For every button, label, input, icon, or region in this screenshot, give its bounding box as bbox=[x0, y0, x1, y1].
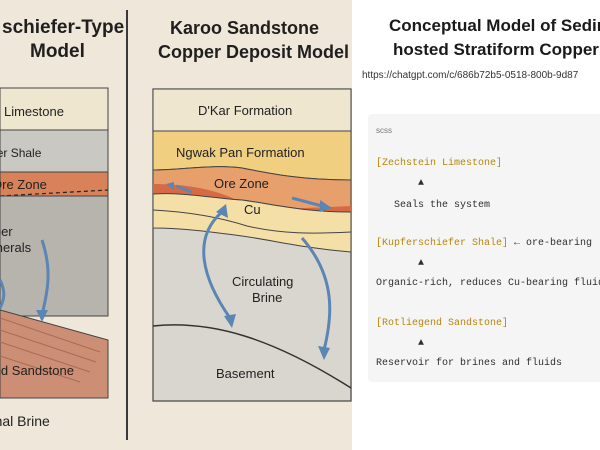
left-shale-label: Kupferschiefer Shale bbox=[0, 146, 42, 160]
left-minerals-label-1: Copper bbox=[0, 224, 13, 239]
code-line-kupferschiefer: [Kupferschiefer Shale] ← ore-bearing bbox=[376, 238, 592, 249]
middle-ore-label: Ore Zone bbox=[214, 176, 269, 191]
middle-brine-label-2: Brine bbox=[252, 290, 282, 305]
left-limestone-label: Zechstein Limestone bbox=[0, 104, 64, 119]
middle-brine-label-1: Circulating bbox=[232, 274, 293, 289]
chat-heading-line1: Conceptual Model of Sediment- bbox=[389, 16, 600, 35]
middle-panel-title-2: Copper Deposit Model bbox=[158, 40, 349, 64]
infographic-image: schiefer-Type Model Zechstein Limestone … bbox=[0, 0, 352, 450]
code-text-organic: Organic-rich, reduces Cu-bearing fluids bbox=[376, 278, 600, 289]
left-ore-label: Ore Zone bbox=[0, 177, 47, 192]
left-sandstone-label: Rotliegend Sandstone bbox=[0, 363, 74, 378]
middle-dkar-label: D'Kar Formation bbox=[198, 103, 292, 118]
left-brine-label: Regional Brine bbox=[0, 413, 50, 429]
code-text-reservoir: Reservoir for brines and fluids bbox=[376, 358, 563, 369]
middle-panel-title: Karoo Sandstone bbox=[170, 16, 319, 40]
chat-heading: Conceptual Model of Sediment- hosted Str… bbox=[389, 14, 600, 62]
middle-dkar-layer bbox=[152, 88, 352, 132]
code-language-label: scss bbox=[376, 126, 392, 135]
code-note-ore-bearing: ← ore-bearing bbox=[508, 238, 593, 249]
code-header-zechstein: [Zechstein Limestone] bbox=[376, 158, 503, 169]
left-arrow-head bbox=[36, 310, 48, 322]
code-arrow-1: ▲ bbox=[418, 178, 425, 189]
middle-flow-arrow-1 bbox=[202, 210, 232, 319]
chat-panel: Conceptual Model of Sediment- hosted Str… bbox=[352, 0, 600, 450]
middle-cu-label: Cu bbox=[244, 202, 261, 217]
code-header-rotliegend: [Rotliegend Sandstone] bbox=[376, 318, 509, 329]
code-block: scss [Zechstein Limestone] ▲ Seals the s… bbox=[368, 114, 600, 382]
code-arrow-2: ▲ bbox=[418, 258, 425, 269]
code-header-kupferschiefer: [Kupferschiefer Shale] bbox=[376, 238, 509, 249]
code-arrow-3: ▲ bbox=[418, 338, 425, 349]
left-cross-section: Zechstein Limestone Kupferschiefer Shale… bbox=[0, 87, 109, 429]
middle-cross-section: D'Kar Formation Ngwak Pan Formation Ore … bbox=[152, 88, 352, 402]
left-ore-layer bbox=[0, 171, 109, 197]
chat-heading-line2: hosted Stratiform Copper bbox=[393, 40, 599, 59]
left-sandstone-layer bbox=[0, 309, 109, 399]
code-text-seals: Seals the system bbox=[394, 200, 491, 211]
middle-ngwak-label: Ngwak Pan Formation bbox=[176, 145, 305, 160]
middle-title-line2: Copper Deposit Model bbox=[158, 42, 350, 62]
middle-basement-label: Basement bbox=[216, 366, 275, 381]
left-title-line2: Model bbox=[30, 41, 85, 62]
left-basin-fill bbox=[0, 195, 109, 317]
middle-basement-line bbox=[152, 324, 352, 389]
left-panel-title: schiefer-Type bbox=[2, 16, 124, 40]
left-flow-arrow bbox=[40, 239, 50, 316]
middle-title-line1: Karoo Sandstone bbox=[170, 18, 320, 38]
middle-sand-band bbox=[152, 193, 352, 253]
middle-flow-arrow-2 bbox=[300, 237, 332, 351]
chat-url[interactable]: https://chatgpt.com/c/686b72b5-0518-800b… bbox=[362, 70, 579, 81]
left-panel-title-2: Model bbox=[30, 40, 85, 64]
left-limestone-layer bbox=[0, 87, 109, 131]
left-minerals-label-2: Minerals bbox=[0, 240, 32, 255]
left-title-line1: schiefer-Type bbox=[2, 17, 125, 38]
panel-divider bbox=[126, 10, 128, 440]
